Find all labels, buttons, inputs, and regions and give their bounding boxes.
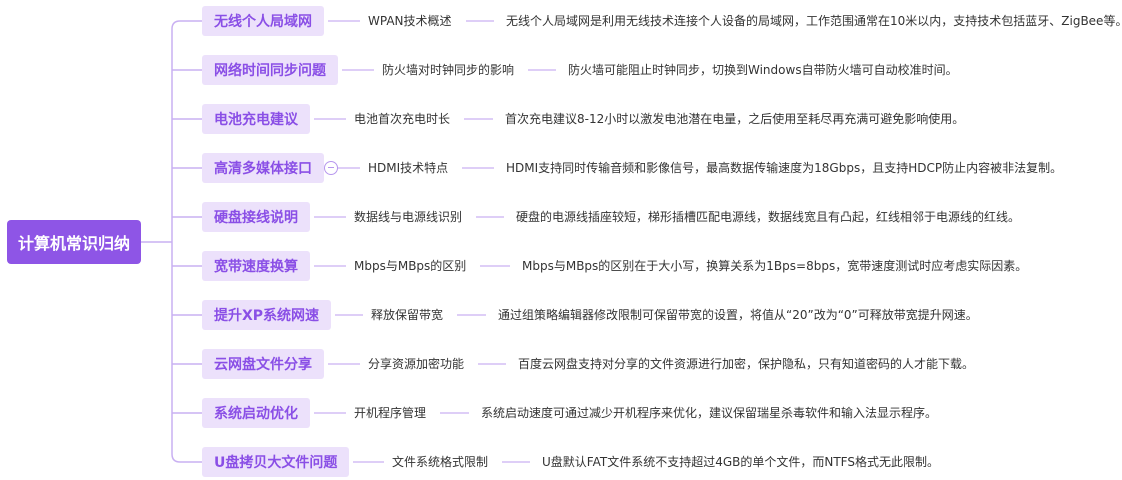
description-battery[interactable]: 首次充电建议8-12小时以激发电池潜在电量，之后使用至耗尽再充满可避免影响使用。 xyxy=(505,112,965,126)
topic-boot-opt[interactable]: 系统启动优化 xyxy=(202,398,310,428)
topic-bandwidth[interactable]: 宽带速度换算 xyxy=(202,251,310,281)
description-usb-large-file[interactable]: U盘默认FAT文件系统不支持超过4GB的单个文件，而NTFS格式无此限制。 xyxy=(542,455,939,469)
root-topic[interactable]: 计算机常识归纳 xyxy=(7,220,141,264)
topic-wpan[interactable]: 无线个人局域网 xyxy=(202,6,324,36)
topic-cloud-share[interactable]: 云网盘文件分享 xyxy=(202,349,324,379)
topic-hdd-wiring[interactable]: 硬盘接线说明 xyxy=(202,202,310,232)
subtopic-cloud-share[interactable]: 分享资源加密功能 xyxy=(368,357,465,371)
description-xp-speed[interactable]: 通过组策略编辑器修改限制可保留带宽的设置，将值从“20”改为“0”可释放带宽提升… xyxy=(498,308,978,322)
topic-battery[interactable]: 电池充电建议 xyxy=(202,104,310,134)
subtopic-hdmi[interactable]: HDMI技术特点 xyxy=(368,161,449,175)
description-wpan[interactable]: 无线个人局域网是利用无线技术连接个人设备的局域网，工作范围通常在10米以内，支持… xyxy=(506,14,1122,28)
branch-connector xyxy=(171,453,202,463)
branch-connector xyxy=(171,20,202,30)
subtopic-boot-opt[interactable]: 开机程序管理 xyxy=(354,406,427,420)
subtopic-usb-large-file[interactable]: 文件系统格式限制 xyxy=(392,455,489,469)
subtopic-time-sync[interactable]: 防火墙对时钟同步的影响 xyxy=(382,63,515,77)
description-time-sync[interactable]: 防火墙可能阻止时钟同步，切换到Windows自带防火墙可自动校准时间。 xyxy=(568,63,958,77)
description-cloud-share[interactable]: 百度云网盘支持对分享的文件资源进行加密，保护隐私，只有知道密码的人才能下载。 xyxy=(518,357,975,371)
subtopic-bandwidth[interactable]: Mbps与MBps的区别 xyxy=(354,259,467,273)
subtopic-xp-speed[interactable]: 释放保留带宽 xyxy=(371,308,444,322)
subtopic-battery[interactable]: 电池首次充电时长 xyxy=(354,112,451,126)
topic-usb-large-file[interactable]: U盘拷贝大文件问题 xyxy=(202,447,350,477)
description-bandwidth[interactable]: Mbps与MBps的区别在于大小写，换算关系为1Bps=8bps，宽带速度测试时… xyxy=(522,259,1028,273)
subtopic-hdd-wiring[interactable]: 数据线与电源线识别 xyxy=(354,210,463,224)
topic-time-sync[interactable]: 网络时间同步问题 xyxy=(202,55,338,85)
topic-xp-speed[interactable]: 提升XP系统网速 xyxy=(202,300,332,330)
description-hdd-wiring[interactable]: 硬盘的电源线插座较短，梯形插槽匹配电源线，数据线宽且有凸起，红线相邻于电源线的红… xyxy=(516,210,1021,224)
description-boot-opt[interactable]: 系统启动速度可通过减少开机程序来优化，建议保留瑞星杀毒软件和输入法显示程序。 xyxy=(481,406,938,420)
description-hdmi[interactable]: HDMI支持同时传输音频和影像信号，最高数据传输速度为18Gbps，且支持HDC… xyxy=(506,161,1063,175)
subtopic-wpan[interactable]: WPAN技术概述 xyxy=(368,14,452,28)
topic-hdmi[interactable]: 高清多媒体接口 xyxy=(202,153,324,183)
collapse-toggle-icon[interactable] xyxy=(324,161,338,175)
